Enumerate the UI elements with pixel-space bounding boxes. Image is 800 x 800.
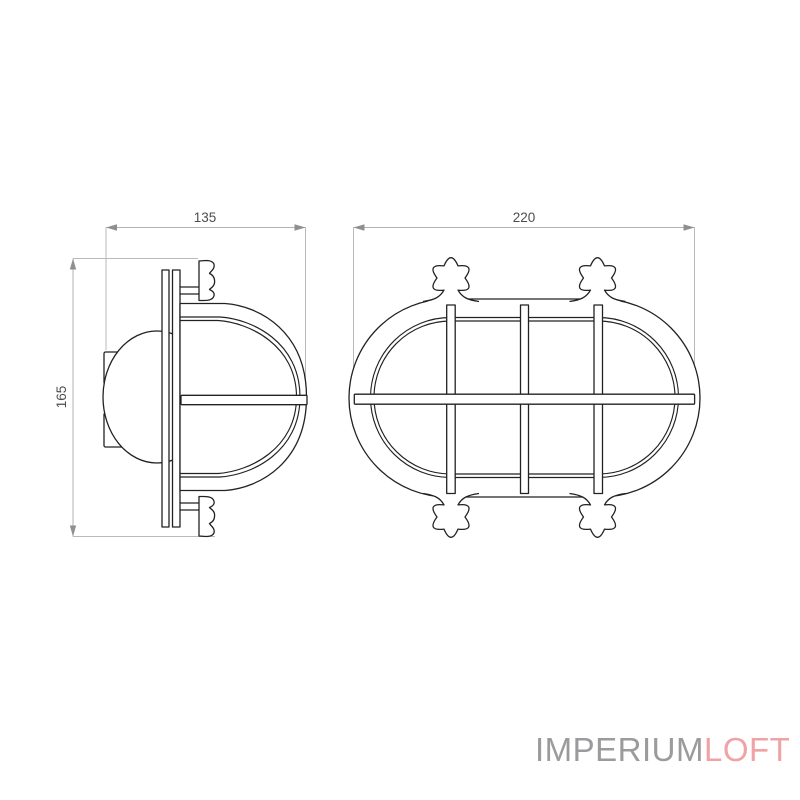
cage-middle-bar-side xyxy=(180,394,308,406)
arrowhead-right xyxy=(294,224,306,231)
arrowhead-left xyxy=(106,224,117,231)
thumb-nut-side xyxy=(198,259,216,302)
bottom-knobs xyxy=(422,492,626,538)
dim-label-side-height: 165 xyxy=(54,386,69,409)
arrowhead-left xyxy=(353,224,365,231)
thumb-nut-front xyxy=(422,492,480,538)
arrowhead-right xyxy=(683,224,695,231)
thumb-nut-front xyxy=(569,492,626,538)
side-dimension-width: 135 xyxy=(105,210,306,392)
side-dimension-height: 165 xyxy=(54,258,215,537)
back-plate xyxy=(161,269,170,528)
side-knob-bottom xyxy=(179,495,216,538)
arrowhead-up xyxy=(69,258,77,270)
thumb-nut-front xyxy=(422,257,480,303)
cage-middle-bar-front xyxy=(353,393,696,405)
arrowhead-down xyxy=(69,525,77,537)
front-view: 220 xyxy=(348,210,701,538)
side-knob-top xyxy=(179,259,216,302)
brand-logo: IMPERIUMLOFT xyxy=(535,731,790,769)
side-lamp-drawing xyxy=(102,259,308,538)
brand-logo-part1: IMPERIUM xyxy=(535,731,704,768)
glass-flange xyxy=(171,269,181,528)
thumb-nut-front xyxy=(569,257,626,303)
dim-label-side-width: 135 xyxy=(194,210,217,225)
brand-logo-part2: LOFT xyxy=(704,731,791,768)
dim-label-front-width: 220 xyxy=(513,210,536,225)
side-view: 135 165 xyxy=(54,210,308,538)
front-lamp-drawing xyxy=(348,257,701,538)
